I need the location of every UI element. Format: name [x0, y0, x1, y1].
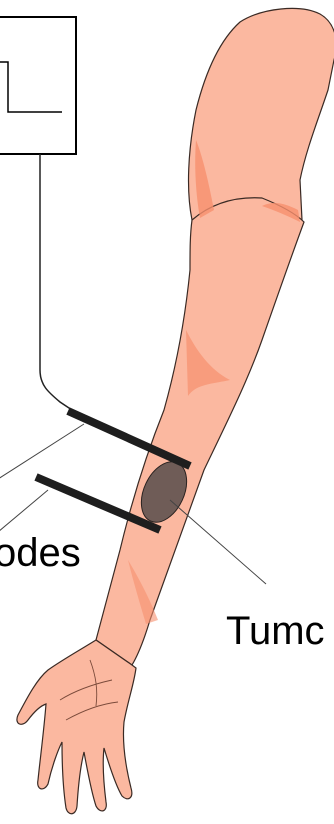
electrode-leader-upper — [0, 424, 84, 479]
device-frame — [0, 17, 76, 154]
electrode-leader-lower — [0, 490, 48, 532]
device-cable — [40, 154, 72, 410]
forearm — [96, 198, 304, 665]
tumor-leader — [170, 500, 266, 584]
upper-arm — [189, 8, 334, 220]
electrodes-label: odes — [0, 531, 81, 575]
hand — [17, 640, 136, 814]
pulse-generator-device — [0, 17, 76, 154]
tumor-label: Tumc — [226, 609, 325, 653]
